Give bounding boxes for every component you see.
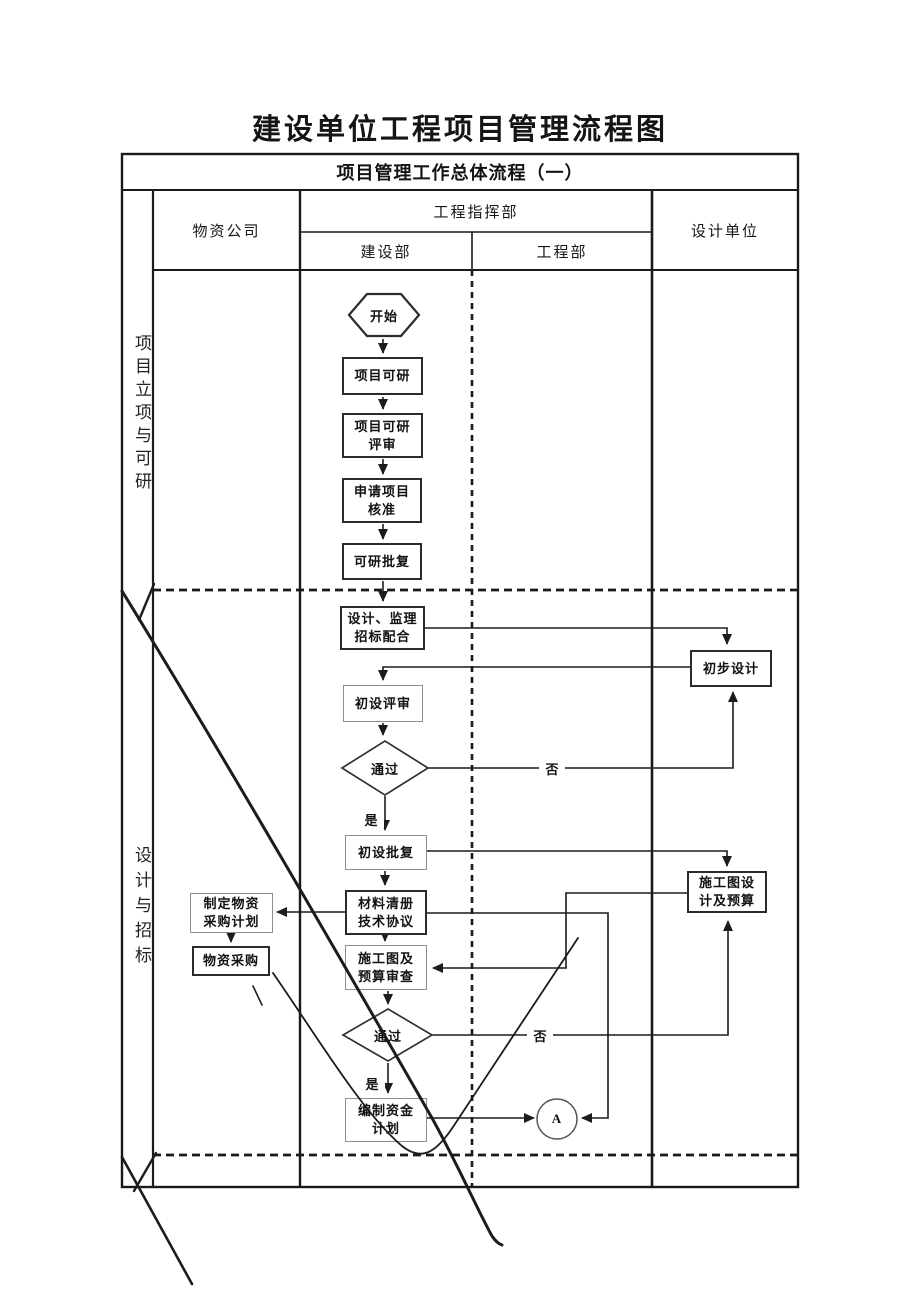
lane-header-construction-dept: 建设部 [360, 244, 412, 261]
node-preliminary-design: 初步设计 [690, 650, 772, 687]
section-label-project-initiation: 项目立项与可研 [132, 334, 151, 495]
node-start: 开始 [369, 308, 398, 324]
connector-a-label: A [551, 1111, 563, 1126]
table-title: 项目管理工作总体流程（一） [336, 163, 584, 183]
pen-stroke-bottom-left [120, 1155, 194, 1286]
node-feasibility-study: 项目可研 [342, 357, 423, 395]
decision-1-label: 通过 [370, 761, 399, 777]
node-feasibility-review: 项目可研 评审 [342, 413, 423, 458]
lane-header-design-unit: 设计单位 [690, 223, 759, 240]
flow-connectors [226, 339, 738, 1123]
decision-2-label: 通过 [373, 1028, 402, 1044]
edge-label-no-2: 否 [527, 1026, 553, 1044]
edge-label-no-1: 否 [539, 759, 565, 777]
lane-header-materials-company: 物资公司 [192, 223, 261, 240]
node-feasibility-reply: 可研批复 [342, 543, 422, 580]
section-label-design-bidding: 设计与招标 [132, 846, 151, 971]
node-material-purchase: 物资采购 [192, 946, 270, 976]
node-construction-drawing-design-budget: 施工图设 计及预算 [687, 871, 767, 913]
lane-header-command-dept: 工程指挥部 [433, 204, 519, 221]
node-design-supervision-bidding: 设计、监理 招标配合 [340, 606, 425, 650]
node-drawing-budget-review: 施工图及 预算审查 [345, 945, 427, 990]
pen-stroke-tick [252, 985, 263, 1006]
node-preliminary-design-review: 初设评审 [343, 685, 423, 722]
edge-label-yes-1: 是 [358, 810, 384, 828]
pen-stroke-top-cross [137, 582, 156, 622]
node-material-purchase-plan: 制定物资 采购计划 [190, 893, 273, 933]
pen-stroke-long-slash [120, 589, 504, 1247]
edge-label-yes-2: 是 [359, 1074, 385, 1092]
pen-stroke-bottom-cross [132, 1151, 158, 1193]
node-apply-project-approval: 申请项目 核准 [342, 478, 422, 523]
lane-header-engineering-dept: 工程部 [536, 244, 588, 261]
node-fund-plan: 编制资金 计划 [345, 1098, 427, 1142]
node-material-list-agreement: 材料清册 技术协议 [345, 890, 427, 935]
node-preliminary-design-reply: 初设批复 [345, 835, 427, 870]
page-title: 建设单位工程项目管理流程图 [251, 114, 668, 146]
